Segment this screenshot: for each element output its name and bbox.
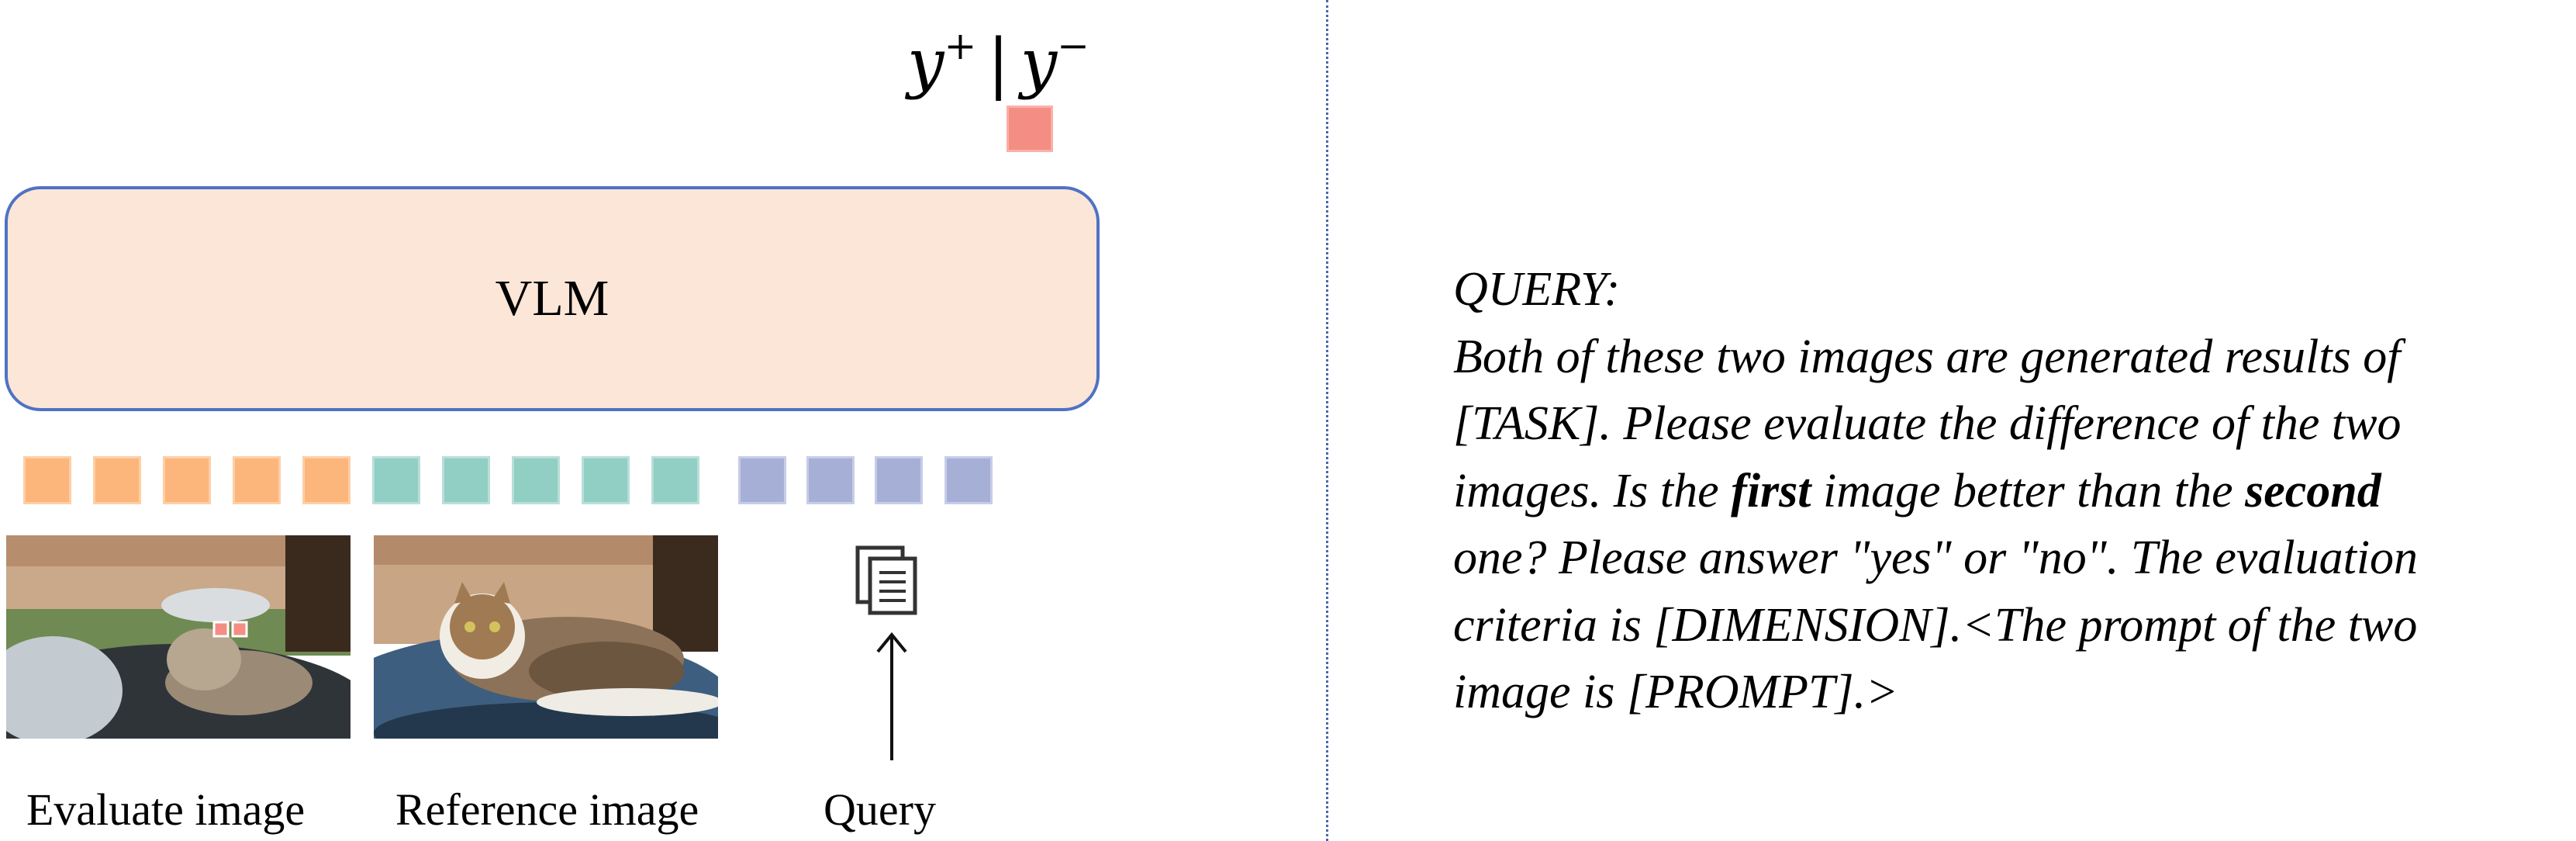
reference-token <box>372 456 420 504</box>
positive-label: y+ <box>907 23 977 101</box>
reference-image <box>374 535 718 739</box>
query-line: one? Please answer "yes" or "no". The ev… <box>1453 531 2419 584</box>
evaluate-image <box>6 535 350 739</box>
negative-label: y− <box>1020 23 1090 101</box>
output-token <box>1007 106 1053 152</box>
query-token <box>806 456 855 504</box>
emphasis-first: first <box>1731 464 1811 517</box>
query-line: Both of these two images are generated r… <box>1453 330 2401 383</box>
evaluate-token <box>23 456 71 504</box>
evaluate-token <box>163 456 211 504</box>
evaluate-token <box>302 456 350 504</box>
reference-token <box>512 456 560 504</box>
evaluate-image-caption: Evaluate image <box>26 784 306 835</box>
dotted-divider <box>1326 0 1328 841</box>
evaluate-token <box>93 456 141 504</box>
reference-token <box>651 456 699 504</box>
reference-token <box>582 456 630 504</box>
vlm-box: VLM <box>5 186 1100 411</box>
output-label: y+|y− <box>907 3 1163 101</box>
query-line: images. Is the first image better than t… <box>1453 464 2381 517</box>
vlm-label: VLM <box>495 270 609 327</box>
reference-image-caption: Reference image <box>395 784 699 835</box>
query-line: [TASK]. Please evaluate the difference o… <box>1453 397 2402 450</box>
query-text-block: QUERY: Both of these two images are gene… <box>1453 256 2570 726</box>
query-token <box>875 456 923 504</box>
query-token <box>944 456 993 504</box>
label-separator: | <box>987 25 1010 101</box>
query-line: criteria is [DIMENSION].<The prompt of t… <box>1453 598 2418 652</box>
evaluate-token <box>233 456 281 504</box>
query-heading: QUERY: <box>1453 263 1621 316</box>
query-token <box>738 456 786 504</box>
document-copy-icon <box>853 543 923 618</box>
emphasis-second: second <box>2245 464 2381 517</box>
query-caption: Query <box>824 784 936 835</box>
up-arrow-icon <box>870 630 913 762</box>
reference-token <box>442 456 490 504</box>
query-line: image is [PROMPT].> <box>1453 666 1898 718</box>
